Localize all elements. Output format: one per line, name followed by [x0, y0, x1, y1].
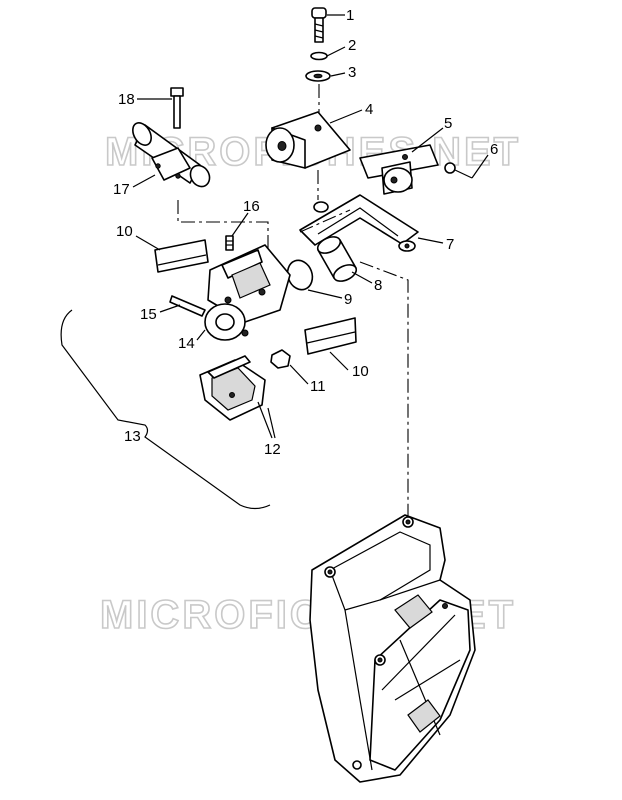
callout-8: 8 [374, 277, 382, 294]
part-11-nut [270, 349, 291, 369]
part-10-pad-upper [154, 239, 209, 273]
callout-10-upper: 10 [116, 223, 133, 240]
part-13-group-bracket [60, 309, 271, 510]
callout-9: 9 [344, 291, 352, 308]
part-18-bolt [170, 87, 184, 129]
callout-11: 11 [310, 378, 326, 395]
part-2-lock-washer [310, 51, 328, 61]
callout-5: 5 [444, 115, 452, 132]
leader-lines [132, 14, 489, 439]
callout-15: 15 [140, 306, 157, 323]
part-14-piston [204, 303, 249, 341]
part-15-pin [169, 295, 206, 317]
callout-1: 1 [346, 7, 354, 24]
part-4-bracket [265, 111, 351, 169]
callout-18: 18 [118, 91, 135, 108]
part-3-washer [305, 70, 331, 82]
part-5-pivot-tube [359, 144, 439, 195]
caliper-body [207, 244, 291, 323]
callout-17: 17 [113, 181, 130, 198]
part-17-fitting [132, 122, 211, 188]
part-1-bolt [311, 7, 327, 43]
callout-12: 12 [264, 441, 281, 458]
callouts: 1 2 3 4 5 6 7 8 9 10 10 11 12 13 14 15 1… [113, 7, 498, 458]
part-6-screw [444, 162, 473, 179]
part-8-bushing [316, 236, 358, 282]
callout-3: 3 [348, 64, 356, 81]
callout-10-lower: 10 [352, 363, 369, 380]
callout-7: 7 [446, 236, 454, 253]
part-12-brake-pads [199, 355, 266, 421]
chaincase-housing [309, 514, 476, 783]
part-16-bleeder [225, 235, 234, 251]
callout-13: 13 [124, 428, 141, 445]
callout-6: 6 [490, 141, 498, 158]
callout-16: 16 [243, 198, 260, 215]
part-10-pad-lower [304, 317, 357, 355]
callout-4: 4 [365, 101, 373, 118]
part-7-arm [299, 194, 419, 252]
callout-2: 2 [348, 37, 356, 54]
callout-14: 14 [178, 335, 195, 352]
